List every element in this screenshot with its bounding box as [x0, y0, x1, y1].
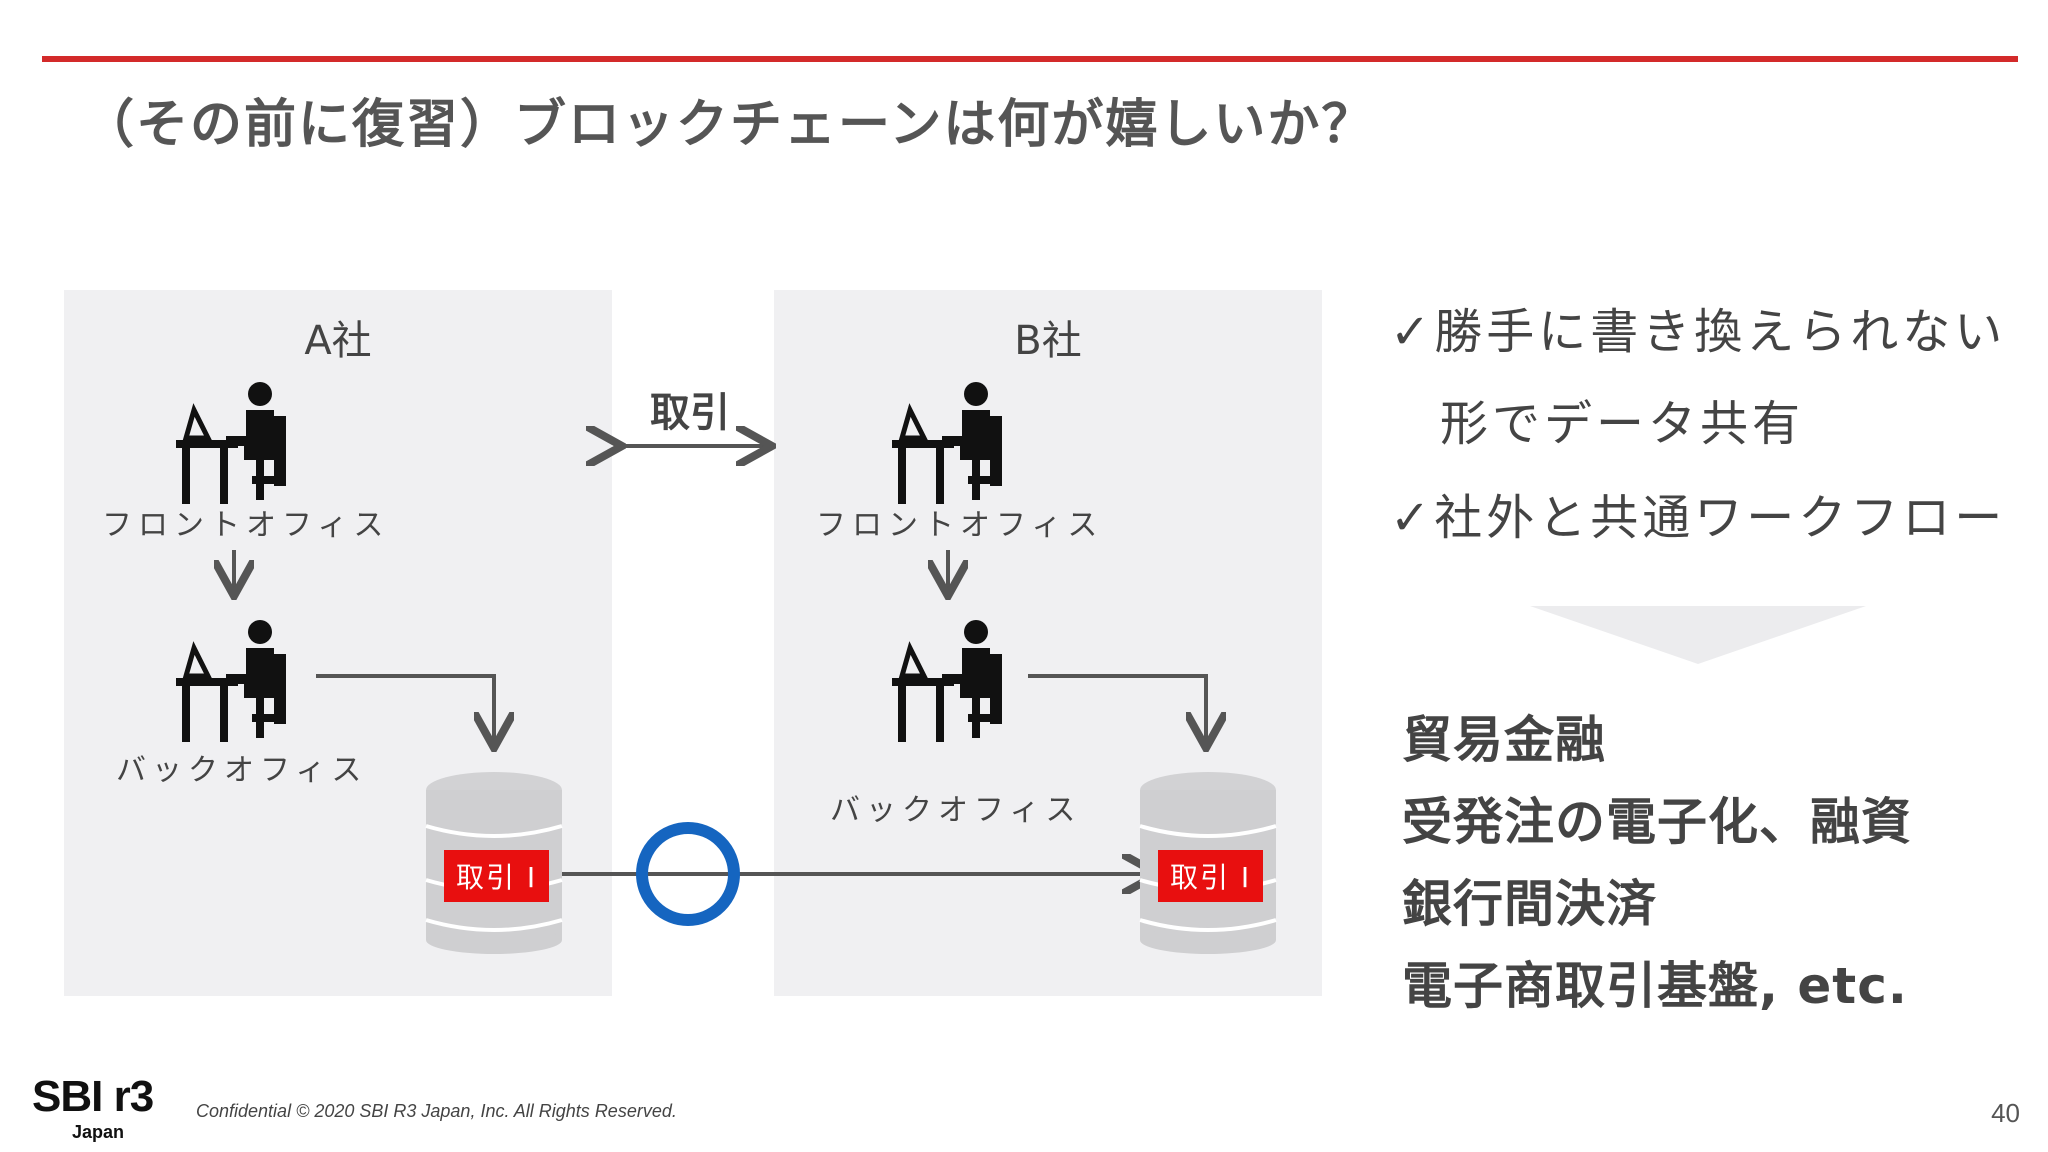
person-at-desk-icon — [176, 382, 286, 504]
use-case-item: 電子商取引基盤, etc. — [1402, 957, 1908, 1015]
use-case-item: 受発注の電子化、融資 — [1402, 793, 1912, 851]
slide-title: （その前に復習）ブロックチェーンは何が嬉しいか？ — [82, 95, 1376, 155]
company-a-front-office: フロントオフィス — [102, 508, 390, 543]
company-a-box: A社 — [64, 290, 612, 996]
down-arrow-icon — [1530, 606, 1866, 664]
benefit-item: ✓社外と共通ワークフロー — [1390, 490, 2007, 546]
company-a-ledger-record: 取引 I — [444, 850, 550, 902]
person-at-desk-icon — [892, 382, 1002, 504]
company-b-label: B社 — [1014, 318, 1082, 364]
company-b-front-office: フロントオフィス — [816, 508, 1104, 543]
circle-icon — [636, 822, 740, 926]
company-a-back-office: バックオフィス — [116, 753, 368, 788]
database-icon — [1139, 772, 1277, 954]
person-at-desk-icon — [892, 620, 1002, 742]
use-case-item: 銀行間決済 — [1402, 875, 1657, 933]
company-b-ledger-record: 取引 I — [1158, 850, 1264, 902]
logo-text: SBI r3 — [32, 1072, 154, 1121]
company-logo: SBI r3 Japan — [32, 1072, 154, 1142]
copyright-text: Confidential © 2020 SBI R3 Japan, Inc. A… — [196, 1101, 677, 1121]
use-case-item: 貿易金融 — [1402, 711, 1606, 769]
page-number: 40 — [1991, 1098, 2020, 1128]
benefit-item-continued: 形でデータ共有 — [1440, 396, 1805, 452]
company-a-label: A社 — [304, 318, 372, 364]
person-at-desk-icon — [176, 620, 286, 742]
title-underline — [42, 56, 2018, 62]
benefit-item: ✓勝手に書き換えられない — [1390, 304, 2007, 360]
transaction-label: 取引 — [650, 390, 730, 436]
company-b-back-office: バックオフィス — [830, 793, 1082, 828]
logo-subtext: Japan — [72, 1122, 125, 1142]
